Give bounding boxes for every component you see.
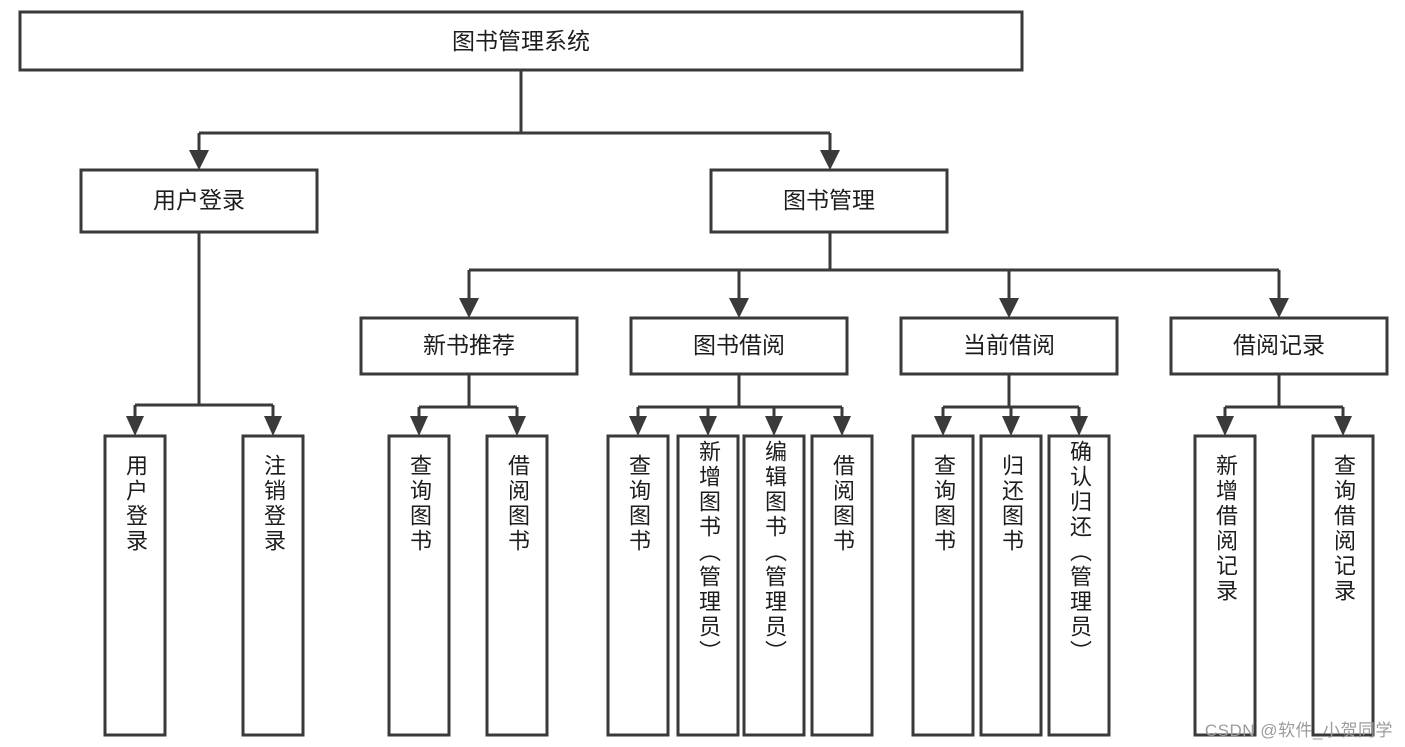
arrowhead-current-borrow [999,298,1019,318]
node-new-book-rec-box[interactable] [359,316,579,376]
node-leaf-user-login[interactable]: 用户登录 [103,434,167,737]
node-leaf-query-book-2-label: 查询图书 [626,454,651,554]
edges-new-book-rec-to-leaves [410,374,526,436]
node-leaf-user-logout-label: 注销登录 [261,454,286,554]
edges-user-login-to-leaves [126,232,282,436]
arrowhead-leaf-return-book [1002,416,1020,436]
arrowhead-new-book-rec [459,298,479,318]
node-leaf-borrow-book-2-label: 借阅图书 [830,454,855,554]
node-leaf-borrow-book-1-label: 借阅图书 [505,454,530,554]
node-new-book-rec-label: 新书推荐 [423,332,515,358]
node-current-borrow[interactable]: 当前借阅 [899,316,1119,376]
arrowhead-leaf-add-book [699,416,717,436]
node-root[interactable]: 图书管理系统 [18,10,1024,72]
node-leaf-borrow-book-2[interactable]: 借阅图书 [810,434,874,737]
node-leaf-add-record-label: 新增借阅记录 [1213,454,1238,604]
node-leaf-query-book-3-label: 查询图书 [931,454,956,554]
node-leaf-confirm-return-label: 确认归还（管理员） [1067,440,1092,665]
arrowhead-leaf-query-book-1 [410,416,428,436]
node-leaf-borrow-book-2-box[interactable] [810,434,874,737]
node-borrow-record[interactable]: 借阅记录 [1169,316,1389,376]
arrowhead-leaf-confirm-return [1070,416,1088,436]
node-leaf-edit-book-label: 编辑图书（管理员） [762,440,787,665]
node-leaf-user-logout[interactable]: 注销登录 [241,434,305,737]
node-leaf-add-book-label: 新增图书（管理员） [696,440,721,665]
edges-current-borrow-to-leaves [934,374,1088,436]
node-user-login[interactable]: 用户登录 [79,168,319,234]
node-leaf-borrow-book-1-box[interactable] [485,434,549,737]
node-leaf-edit-book[interactable]: 编辑图书（管理员） [742,434,806,737]
node-root-box[interactable] [18,10,1024,72]
node-leaf-user-login-label: 用户登录 [123,454,148,554]
node-leaf-query-book-3[interactable]: 查询图书 [911,434,975,737]
node-leaf-borrow-book-1[interactable]: 借阅图书 [485,434,549,737]
edges-book-borrow-to-leaves [629,374,851,436]
edges-book-manage-to-level3 [459,232,1289,318]
node-leaf-query-book-2-box[interactable] [606,434,670,737]
arrowhead-leaf-query-book-2 [629,416,647,436]
node-leaf-add-record-box[interactable] [1193,434,1257,737]
node-leaf-user-logout-box[interactable] [241,434,305,737]
edges-borrow-record-to-leaves [1216,374,1352,436]
arrowhead-leaf-add-record [1216,416,1234,436]
node-leaf-return-book-label: 归还图书 [999,454,1024,554]
node-book-borrow-label: 图书借阅 [693,332,785,358]
node-leaf-return-book[interactable]: 归还图书 [979,434,1043,737]
node-book-manage-box[interactable] [709,168,949,234]
node-leaf-query-book-1-box[interactable] [387,434,451,737]
arrowhead-book-manage [820,150,840,170]
node-leaf-user-login-box[interactable] [103,434,167,737]
node-new-book-rec[interactable]: 新书推荐 [359,316,579,376]
edges-root-to-level2 [189,70,840,170]
arrowhead-leaf-query-record [1334,416,1352,436]
node-user-login-label: 用户登录 [153,187,245,213]
node-book-manage-label: 图书管理 [783,187,875,213]
node-book-manage[interactable]: 图书管理 [709,168,949,234]
node-borrow-record-label: 借阅记录 [1233,332,1325,358]
arrowhead-user-login [189,150,209,170]
node-leaf-add-book-box[interactable] [676,434,740,737]
node-book-borrow[interactable]: 图书借阅 [629,316,849,376]
arrowhead-leaf-user-logout [264,416,282,436]
node-leaf-query-book-2[interactable]: 查询图书 [606,434,670,737]
node-leaf-confirm-return-box[interactable] [1047,434,1111,737]
node-user-login-box[interactable] [79,168,319,234]
node-leaf-edit-book-box[interactable] [742,434,806,737]
node-current-borrow-label: 当前借阅 [963,332,1055,358]
arrowhead-borrow-record [1269,298,1289,318]
node-current-borrow-box[interactable] [899,316,1119,376]
node-leaf-query-record-label: 查询借阅记录 [1331,454,1356,604]
node-root-label: 图书管理系统 [452,28,590,54]
arrowhead-leaf-query-book-3 [934,416,952,436]
arrowhead-leaf-edit-book [765,416,783,436]
arrowhead-leaf-borrow-book-2 [833,416,851,436]
node-leaf-query-book-1[interactable]: 查询图书 [387,434,451,737]
node-leaf-add-book[interactable]: 新增图书（管理员） [676,434,740,737]
arrowhead-leaf-user-login [126,416,144,436]
node-borrow-record-box[interactable] [1169,316,1389,376]
node-leaf-add-record[interactable]: 新增借阅记录 [1193,434,1257,737]
arrowhead-leaf-borrow-book-1 [508,416,526,436]
node-leaf-query-book-1-label: 查询图书 [407,454,432,554]
arrowhead-book-borrow [729,298,749,318]
node-leaf-query-book-3-box[interactable] [911,434,975,737]
node-leaf-query-record[interactable]: 查询借阅记录 [1311,434,1375,737]
node-leaf-query-record-box[interactable] [1311,434,1375,737]
node-leaf-return-book-box[interactable] [979,434,1043,737]
node-book-borrow-box[interactable] [629,316,849,376]
node-leaf-confirm-return[interactable]: 确认归还（管理员） [1047,434,1111,737]
